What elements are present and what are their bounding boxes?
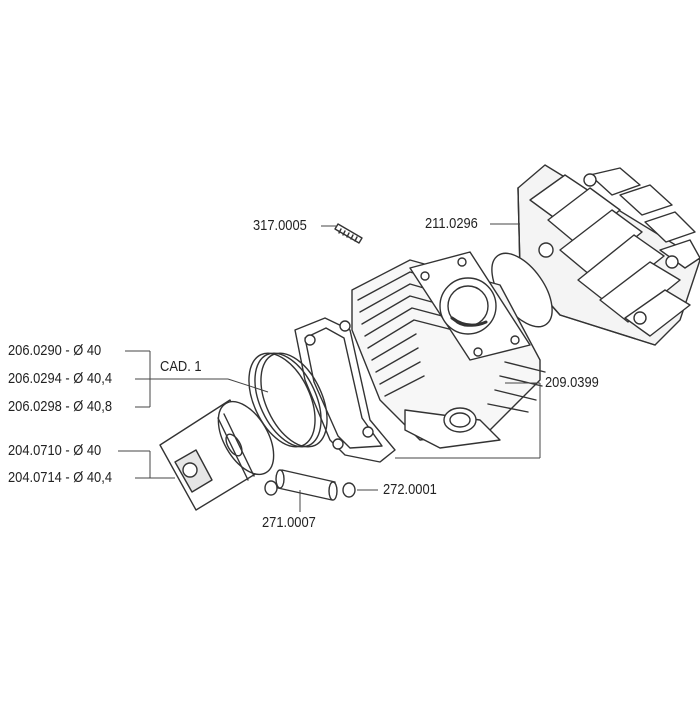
label-piston-pin: 271.0007	[262, 514, 316, 531]
label-cylinder-head: 211.0296	[425, 215, 478, 232]
stud-part	[334, 223, 363, 244]
label-ring-40-4: 206.0294 - Ø 40,4	[8, 370, 113, 387]
circlips	[264, 480, 356, 498]
piston-rings	[248, 352, 328, 448]
base-gasket	[294, 317, 396, 463]
label-cylinder-kit: 209.0399	[545, 374, 599, 391]
piston-pin	[275, 469, 338, 501]
label-ring-40: 206.0290 - Ø 40	[8, 342, 102, 359]
label-stud: 317.0005	[253, 217, 307, 234]
piston	[159, 399, 275, 511]
label-ring-quantity: CAD. 1	[160, 358, 202, 375]
label-circlip: 272.0001	[383, 481, 437, 498]
cylinder	[351, 251, 546, 449]
label-piston-40: 204.0710 - Ø 40	[8, 442, 102, 459]
leader-lines	[118, 223, 541, 512]
label-ring-40-8: 206.0298 - Ø 40,8	[8, 398, 113, 415]
cylinder-head	[517, 164, 700, 346]
label-piston-40-4: 204.0714 - Ø 40,4	[8, 469, 113, 486]
